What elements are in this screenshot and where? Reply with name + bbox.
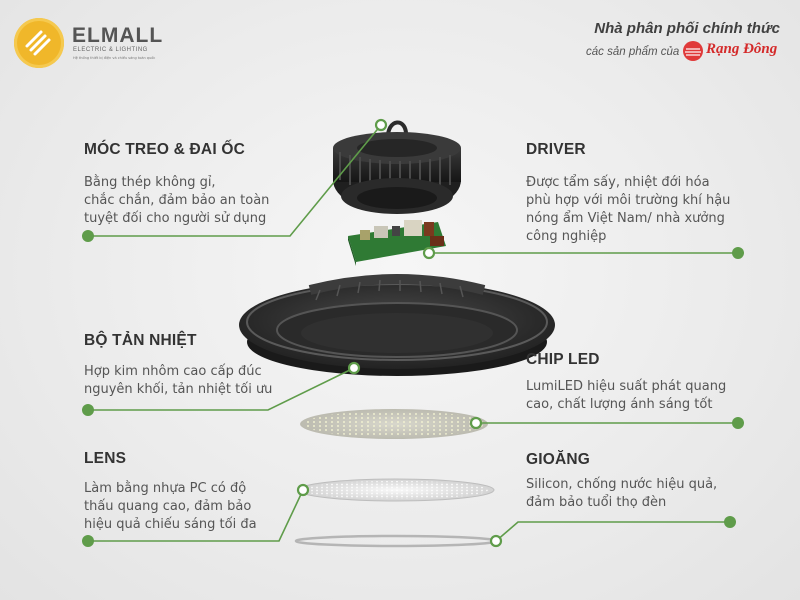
hook-end-dot	[374, 118, 388, 132]
chip-led-end-dot	[732, 417, 744, 429]
brand-tagline: Hệ thống thiết bị điện và chiếu sáng toà…	[73, 56, 156, 60]
driver-start-dot	[422, 246, 436, 260]
leader-dots	[82, 118, 744, 548]
heatsink-description: Hợp kim nhôm cao cấp đúc nguyên khối, tả…	[84, 364, 273, 397]
heatsink-end-dot	[347, 361, 361, 375]
driver-board-part	[348, 220, 446, 266]
gasket-title: GIOĂNG	[526, 451, 591, 468]
hook-leader-line	[88, 124, 382, 237]
partner-name: Rạng Đông	[706, 41, 778, 57]
brand-subtitle: ELECTRIC & LIGHTING	[73, 47, 148, 53]
heatsink-start-dot	[82, 404, 94, 416]
lens-start-dot	[82, 535, 94, 547]
gasket-start-dot	[489, 534, 503, 548]
heat-sink-part	[239, 274, 555, 376]
driver-title: DRIVER	[526, 141, 586, 158]
heatsink-leader-line	[88, 367, 355, 411]
driver-description: Được tẩm sấy, nhiệt đới hóa phù hợp với …	[526, 175, 731, 244]
gasket-end-dot	[724, 516, 736, 528]
chip-led-title: CHIP LED	[526, 351, 600, 368]
gasket-description: Silicon, chống nước hiệu quả, đảm bảo tu…	[526, 477, 718, 510]
gasket-leader-line	[495, 521, 730, 542]
elmall-logo-icon[interactable]	[14, 18, 64, 68]
hook-title: MÓC TREO & ĐAI ỐC	[84, 141, 245, 158]
chip-led-part	[300, 409, 488, 439]
gasket-part	[294, 534, 498, 548]
hook-housing-part	[333, 120, 461, 214]
lens-description: Làm bằng nhựa PC có độ thấu quang cao, đ…	[84, 481, 257, 532]
lens-leader-line	[88, 489, 304, 542]
heatsink-title: BỘ TẢN NHIỆT	[84, 332, 197, 349]
lens-part	[297, 478, 495, 502]
lens-end-dot	[296, 483, 310, 497]
distributor-title: Nhà phân phối chính thức	[594, 20, 780, 37]
chip-led-description: LumiLED hiệu suất phát quang cao, chất l…	[526, 379, 727, 412]
chip-led-start-dot	[469, 416, 483, 430]
distributor-subtitle: các sản phẩm của	[586, 46, 680, 58]
hook-description: Bằng thép không gỉ, chắc chắn, đảm bảo a…	[84, 175, 270, 226]
leader-lines	[88, 124, 738, 542]
lens-title: LENS	[84, 450, 127, 467]
hook-start-dot	[82, 230, 94, 242]
rang-dong-logo-icon	[683, 41, 703, 61]
brand-name: ELMALL	[72, 24, 164, 47]
driver-end-dot	[732, 247, 744, 259]
